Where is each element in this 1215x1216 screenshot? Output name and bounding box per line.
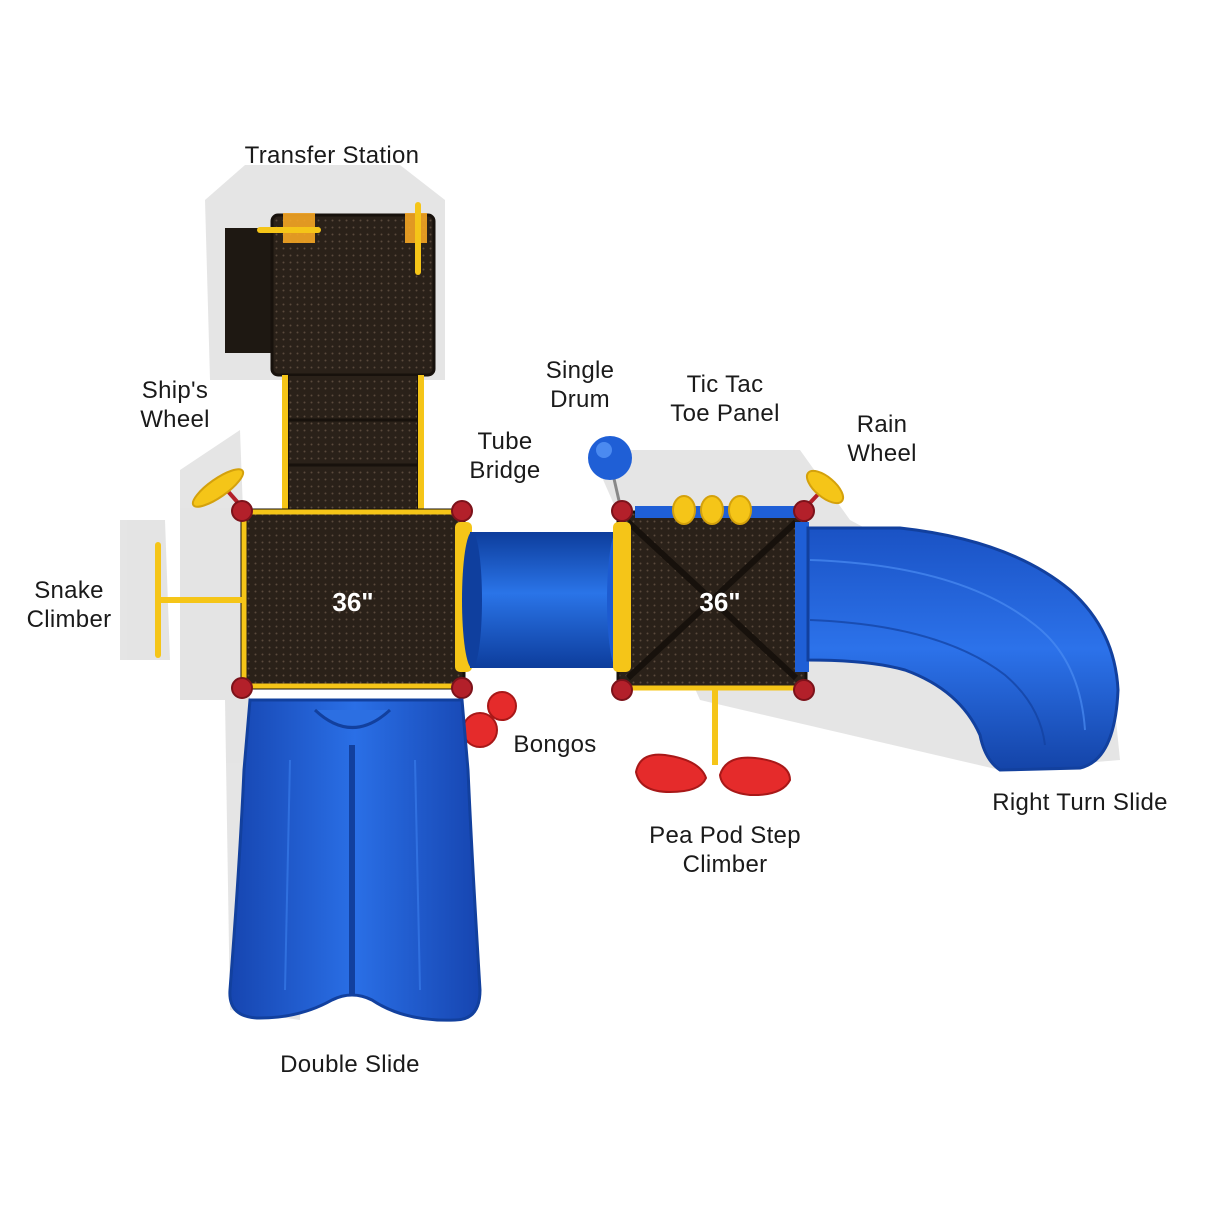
snake-climber bbox=[155, 542, 242, 658]
label-right-turn-slide: Right Turn Slide bbox=[992, 789, 1168, 816]
label-bongos: Bongos bbox=[513, 731, 597, 758]
double-slide bbox=[228, 698, 482, 1022]
label-ships-wheel: Ship's Wheel bbox=[140, 377, 210, 433]
transfer-station bbox=[225, 202, 436, 511]
right-deck-height: 36" bbox=[699, 587, 740, 617]
left-deck: 36" bbox=[240, 508, 472, 690]
tic-tac-toe-panel bbox=[672, 495, 752, 525]
pea-pod-step-climber bbox=[634, 690, 792, 797]
label-pea-pod-step-climber: Pea Pod Step Climber bbox=[649, 822, 801, 878]
right-turn-slide bbox=[806, 526, 1120, 772]
label-tube-bridge: Tube Bridge bbox=[469, 428, 541, 484]
tube-bridge bbox=[462, 532, 627, 668]
right-deck: 36" bbox=[613, 506, 809, 691]
label-tic-tac-toe-panel: Tic Tac Toe Panel bbox=[670, 371, 780, 427]
label-rain-wheel: Rain Wheel bbox=[847, 411, 917, 467]
corner-posts bbox=[231, 500, 815, 701]
label-single-drum: Single Drum bbox=[545, 357, 615, 413]
label-transfer-station: Transfer Station bbox=[244, 142, 420, 169]
label-snake-climber: Snake Climber bbox=[26, 577, 112, 633]
label-double-slide: Double Slide bbox=[280, 1051, 420, 1078]
single-drum bbox=[588, 436, 632, 506]
left-deck-height: 36" bbox=[332, 587, 373, 617]
